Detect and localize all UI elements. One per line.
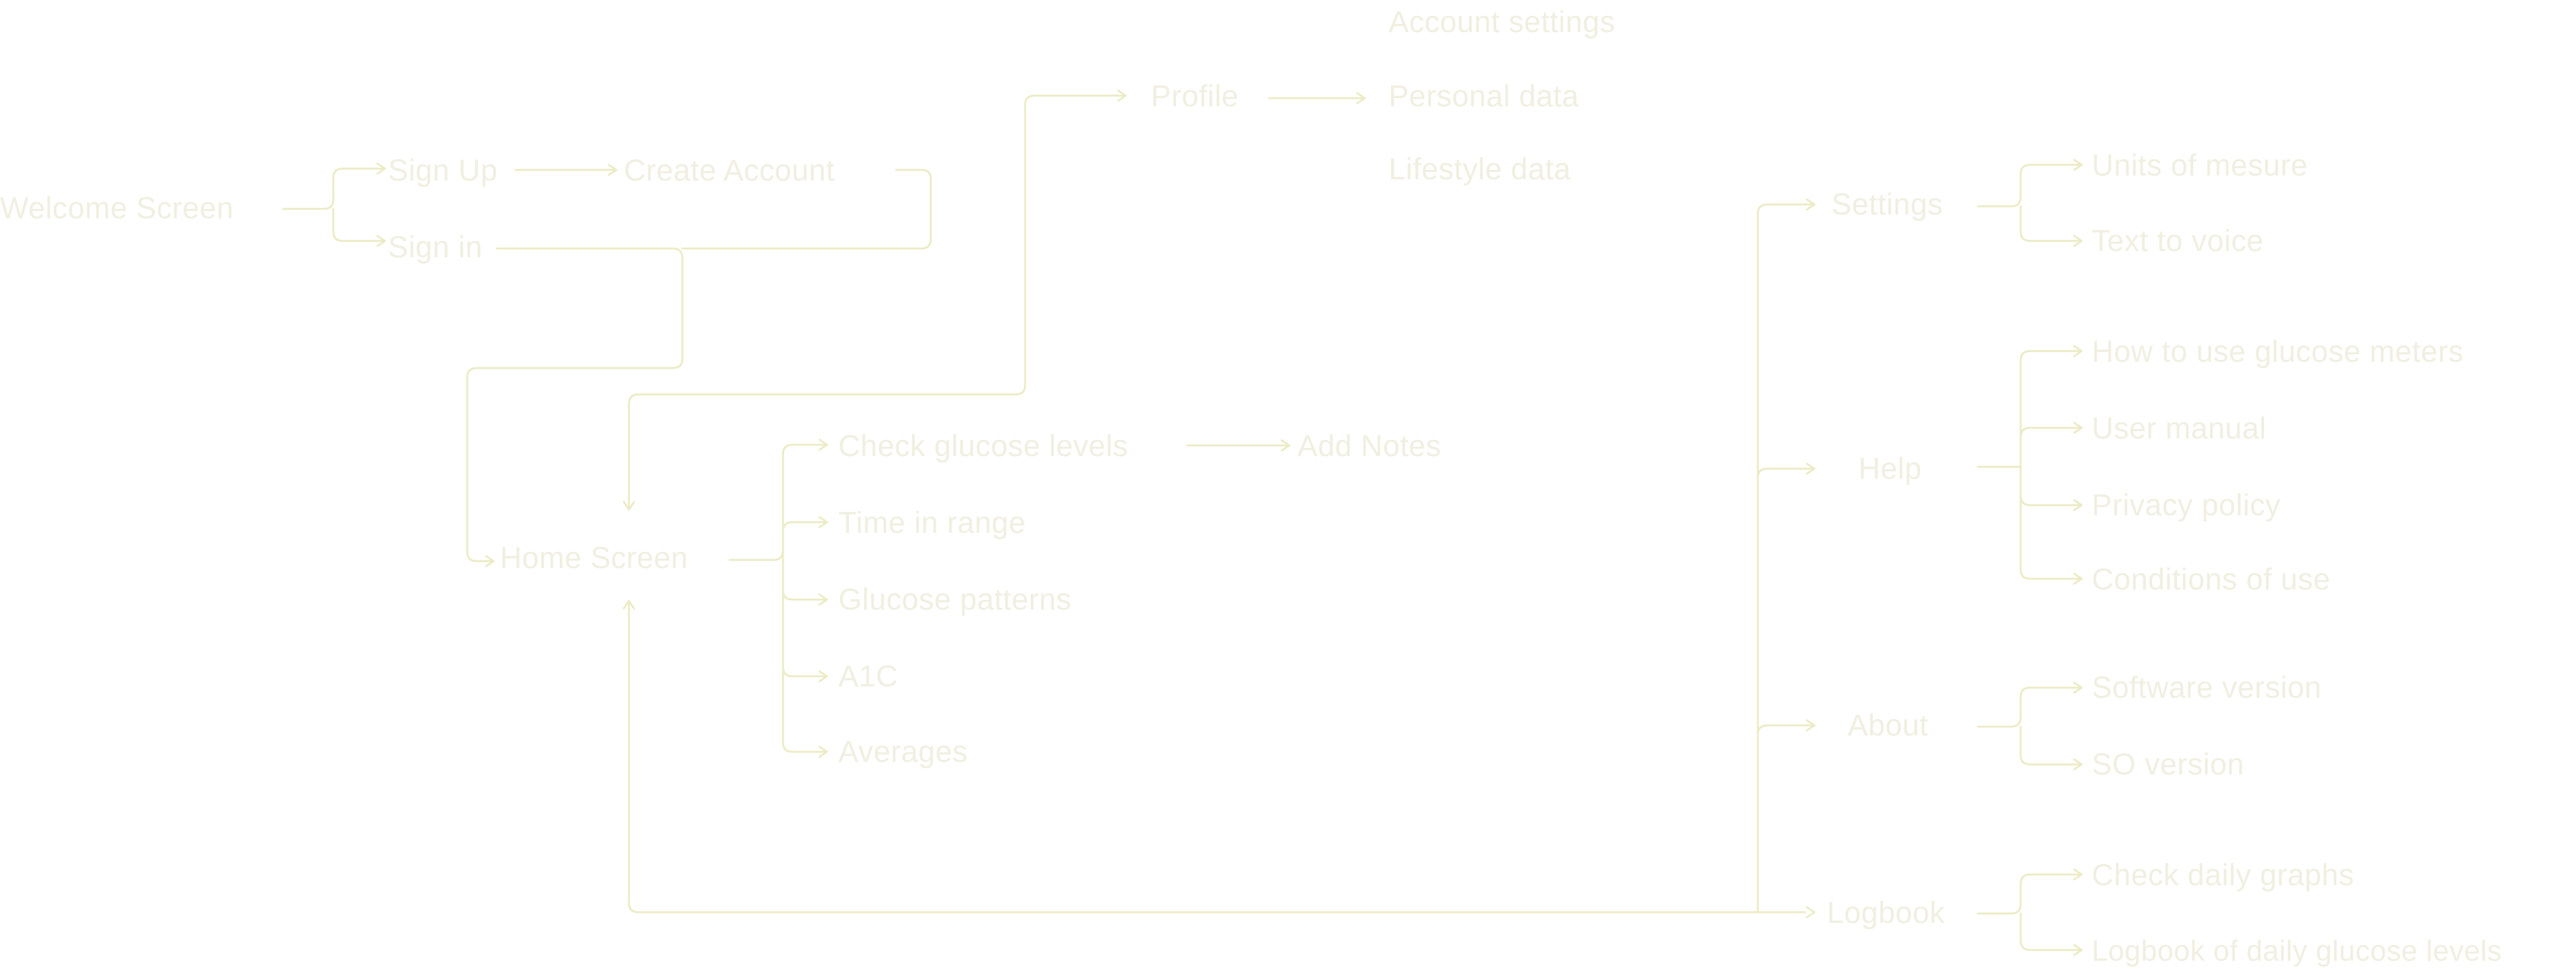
- arrow-add-notes: [1280, 439, 1291, 452]
- check-daily-graphs-node: Check daily graphs: [2092, 859, 2355, 892]
- units-of-measure-node: Units of mesure: [2092, 149, 2308, 182]
- privacy-policy-node: Privacy policy: [2092, 489, 2281, 522]
- arrow-sign-up: [376, 162, 386, 175]
- logbook-node: Logbook: [1827, 897, 1945, 930]
- connector-right-trunk: [1757, 203, 1816, 913]
- how-to-use-glucose-meters-node: How to use glucose meters: [2092, 335, 2464, 369]
- arrow-help: [1806, 462, 1816, 475]
- account-settings-node: Account settings: [1389, 6, 1616, 39]
- glucose-patterns-node: Glucose patterns: [838, 583, 1072, 617]
- connector-home-sections: [728, 444, 828, 753]
- arrow-personal-data: [1356, 92, 1366, 104]
- add-notes-node: Add Notes: [1297, 430, 1441, 463]
- home-screen-node: Home Screen: [500, 542, 688, 575]
- arrow-check-glucose: [818, 439, 828, 451]
- so-version-node: SO version: [2092, 748, 2245, 781]
- text-to-voice-node: Text to voice: [2092, 225, 2264, 258]
- help-node: Help: [1858, 452, 1922, 486]
- connector-help-branch: [1977, 350, 2083, 580]
- arrow-conditions: [2073, 573, 2083, 585]
- check-glucose-levels-node: Check glucose levels: [838, 430, 1128, 463]
- arrow-home-down: [623, 501, 635, 511]
- averages-node: Averages: [838, 735, 968, 769]
- arrow-logbook-levels: [2073, 944, 2083, 956]
- time-in-range-node: Time in range: [838, 506, 1026, 540]
- arrow-home-from-signin: [485, 555, 495, 567]
- connector-logbook-home: [628, 600, 1806, 913]
- user-manual-node: User manual: [2092, 412, 2267, 445]
- arrow-daily-graphs: [2073, 868, 2083, 881]
- arrow-about: [1806, 719, 1816, 732]
- arrow-profile: [1117, 89, 1127, 102]
- lifestyle-data-node: Lifestyle data: [1389, 153, 1571, 186]
- settings-node: Settings: [1831, 188, 1943, 221]
- sign-in-node: Sign in: [388, 231, 483, 264]
- a1c-node: A1C: [838, 660, 898, 693]
- arrow-software-version: [2073, 681, 2083, 694]
- connector-settings-branch: [1977, 164, 2083, 242]
- arrow-sign-in: [376, 235, 386, 247]
- about-node: About: [1848, 709, 1928, 742]
- arrow-units: [2073, 159, 2083, 171]
- arrow-create-account: [608, 164, 618, 176]
- arrow-text-voice: [2073, 235, 2083, 247]
- arrow-glucose-patterns: [818, 593, 828, 606]
- connector-create-account-return: [681, 169, 932, 250]
- arrow-home-up: [623, 600, 635, 610]
- arrow-logbook: [1806, 906, 1816, 919]
- arrow-so-version: [2073, 758, 2083, 771]
- conditions-of-use-node: Conditions of use: [2092, 563, 2331, 596]
- arrow-user-manual: [2073, 422, 2083, 434]
- connector-about-branch: [1977, 686, 2083, 766]
- connector-signin-home: [466, 247, 684, 562]
- connector-logbook-branch: [1977, 873, 2083, 951]
- connector-home-profile: [628, 94, 1127, 511]
- create-account-node: Create Account: [624, 154, 835, 187]
- sign-up-node: Sign Up: [388, 154, 498, 187]
- software-version-node: Software version: [2092, 671, 2322, 705]
- welcome-screen-node: Welcome Screen: [0, 192, 234, 225]
- arrow-averages: [818, 746, 828, 758]
- arrow-settings: [1806, 198, 1816, 211]
- arrow-how-to: [2073, 345, 2083, 357]
- arrow-time-in-range: [818, 516, 828, 528]
- personal-data-node: Personal data: [1389, 80, 1579, 113]
- arrow-privacy: [2073, 499, 2083, 511]
- profile-node: Profile: [1151, 80, 1239, 113]
- connector-welcome-branch: [282, 167, 386, 242]
- arrow-a1c: [818, 670, 828, 683]
- logbook-daily-glucose-levels-node: Logbook of daily glucose levels: [2092, 934, 2502, 967]
